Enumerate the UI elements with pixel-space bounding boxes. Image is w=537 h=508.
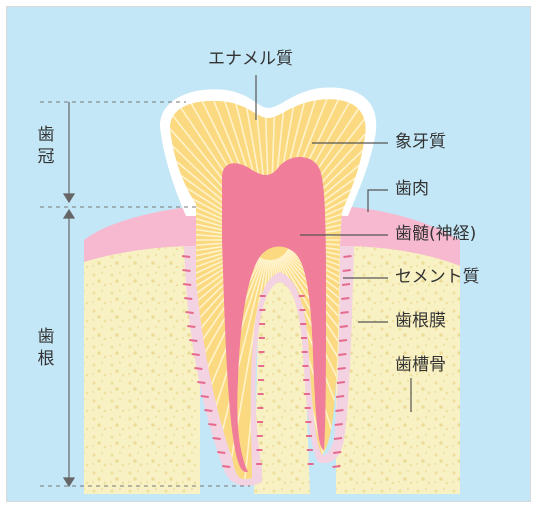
enamel-label: エナメル質 bbox=[208, 51, 293, 68]
ligament-label: 歯根膜 bbox=[395, 313, 446, 330]
dentin-label: 象牙質 bbox=[395, 134, 446, 151]
crown-label: 歯 冠 bbox=[36, 124, 56, 168]
root-label: 歯 根 bbox=[36, 326, 56, 370]
alveolar-bone-label: 歯槽骨 bbox=[395, 357, 446, 374]
pulp-label: 歯髄(神経) bbox=[395, 226, 476, 243]
crown-label-char: 冠 bbox=[36, 146, 56, 168]
root-label-char: 歯 bbox=[36, 326, 56, 348]
cementum-label: セメント質 bbox=[395, 269, 480, 286]
gum-label: 歯肉 bbox=[395, 181, 429, 198]
root-label-char: 根 bbox=[36, 348, 56, 370]
crown-label-char: 歯 bbox=[36, 124, 56, 146]
